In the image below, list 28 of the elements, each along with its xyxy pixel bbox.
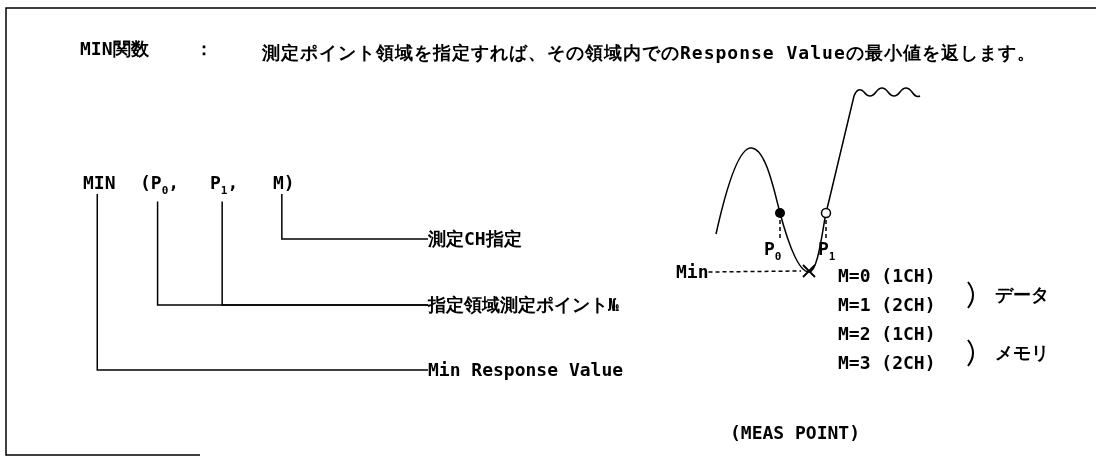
axis-label: (MEAS POINT) bbox=[730, 422, 861, 444]
group-label: データ bbox=[995, 284, 1049, 306]
dashed-leader-line bbox=[707, 270, 802, 273]
minimum-marker bbox=[801, 263, 817, 279]
heading: MIN関数 bbox=[80, 38, 149, 60]
callout-text: 測定CH指定 bbox=[428, 228, 522, 250]
point-label: P$_{0}$ bbox=[764, 238, 782, 268]
leader-line bbox=[281, 193, 429, 240]
mode-label: M=1 (2CH) bbox=[838, 294, 936, 316]
formula-text: MIN bbox=[83, 172, 116, 194]
leader-line bbox=[221, 200, 429, 306]
point-marker bbox=[774, 207, 786, 219]
separator-text: ： bbox=[195, 38, 213, 60]
callout-text: Min Response Value bbox=[428, 359, 624, 381]
group-label: メモリ bbox=[995, 342, 1049, 364]
formula-text: M) bbox=[273, 172, 295, 194]
mode-label: M=3 (2CH) bbox=[838, 352, 936, 374]
description-text: 測定ポイント領域を指定すれば、その領域内でのResponse Valueの最小値を返します。 bbox=[262, 41, 1037, 65]
formula-text: (P$_{0}$, bbox=[140, 172, 180, 202]
axis-label: Min bbox=[676, 261, 709, 283]
leader-line bbox=[96, 193, 429, 371]
formula-text: P$_{1}$, bbox=[210, 172, 239, 202]
dashed-leader-line bbox=[825, 218, 827, 239]
dashed-leader-line bbox=[779, 218, 781, 239]
callout-text: 指定領域測定ポイント№ bbox=[428, 294, 619, 316]
point-marker bbox=[820, 207, 832, 219]
mode-label: M=0 (1CH) bbox=[838, 265, 936, 287]
mode-label: M=2 (1CH) bbox=[838, 323, 936, 345]
